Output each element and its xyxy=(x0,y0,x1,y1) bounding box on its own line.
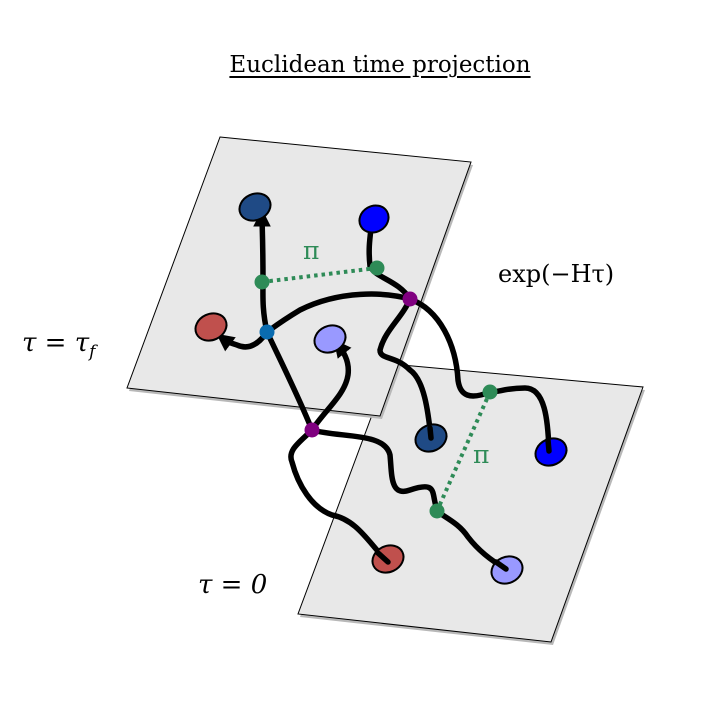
plane-tau-zero xyxy=(297,363,645,645)
nucleon-light-blue-final xyxy=(313,324,347,354)
label-pion-bottom: π xyxy=(473,440,490,469)
nucleon-red-final xyxy=(194,312,228,342)
label-evolution-operator: exp(−Hτ) xyxy=(498,260,615,288)
pion-vertex xyxy=(369,260,385,276)
contact-vertex-purple xyxy=(304,422,320,438)
label-tau-zero: τ = 0 xyxy=(198,570,268,600)
pion-vertex xyxy=(429,503,445,519)
nucleons-final xyxy=(194,192,390,354)
nucleon-blue-final xyxy=(358,204,390,234)
pion-vertex xyxy=(482,384,498,400)
vertices xyxy=(254,260,498,519)
contact-vertex-purple xyxy=(402,291,418,307)
diagram-title: Euclidean time projection xyxy=(229,52,531,78)
nucleon-dark-blue-final xyxy=(238,192,272,222)
worldline-tails xyxy=(375,425,552,572)
worldline-light-blue xyxy=(307,339,509,572)
label-pion-top: π xyxy=(303,236,320,265)
pion-vertex xyxy=(254,274,270,290)
label-tau-final: τ = τf xyxy=(22,328,96,363)
contact-vertex-blue xyxy=(259,324,275,340)
